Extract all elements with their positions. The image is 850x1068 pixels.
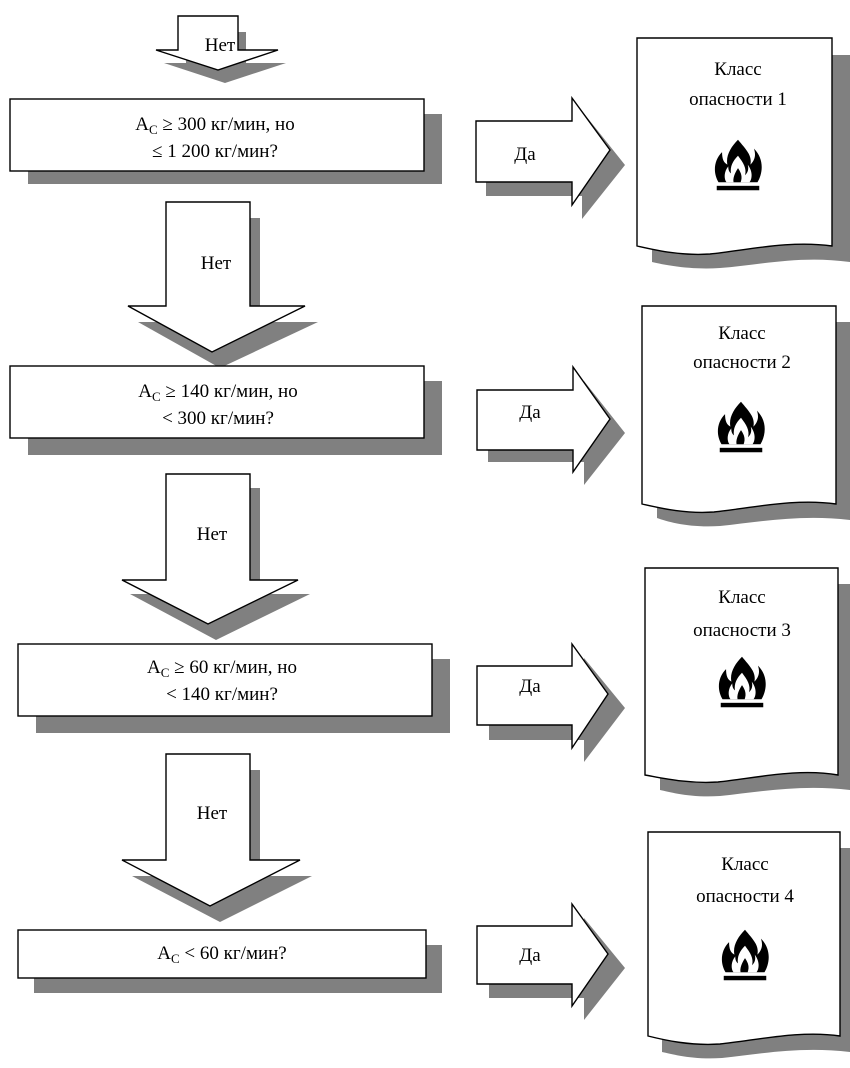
- decision-box-4: AC < 60 кг/мин?: [17, 929, 442, 993]
- decision-2-line2: < 300 кг/мин?: [162, 408, 274, 429]
- decision-box-3: AC ≥ 60 кг/мин, но < 140 кг/мин?: [17, 643, 450, 733]
- no-arrow-1: Нет: [127, 201, 318, 368]
- no-arrow-0: Нет: [155, 15, 286, 83]
- yes-arrow-1: Да: [475, 95, 625, 219]
- decision-box-1: AC ≥ 300 кг/мин, но ≤ 1 200 кг/мин?: [9, 98, 442, 184]
- result-1-subtitle: опасности 1: [689, 89, 787, 110]
- decision-3-line2: < 140 кг/мин?: [166, 684, 278, 705]
- yes-label: Да: [519, 402, 541, 423]
- yes-label: Да: [519, 676, 541, 697]
- no-arrow-3: Нет: [121, 753, 312, 922]
- result-card-2: Класс опасности 2: [641, 305, 850, 527]
- result-3-subtitle: опасности 3: [693, 620, 791, 641]
- result-card-1: Класс опасности 1: [636, 37, 850, 269]
- decision-4-line1: AC < 60 кг/мин?: [157, 943, 286, 966]
- result-1-title: Класс: [714, 59, 761, 80]
- yes-arrow-2: Да: [476, 364, 625, 485]
- result-card-4: Класс опасности 4: [647, 831, 850, 1059]
- decision-2-line1: AC ≥ 140 кг/мин, но: [138, 381, 297, 404]
- result-card-3: Класс опасности 3: [644, 567, 850, 797]
- decision-1-line2: ≤ 1 200 кг/мин?: [152, 141, 278, 162]
- decision-1-line1: AC ≥ 300 кг/мин, но: [135, 114, 294, 137]
- no-label: Нет: [197, 803, 228, 824]
- result-3-title: Класс: [718, 587, 765, 608]
- decision-3-line1: AC ≥ 60 кг/мин, но: [147, 657, 297, 680]
- yes-label: Да: [514, 144, 536, 165]
- yes-label: Да: [519, 945, 541, 966]
- yes-arrow-4: Да: [476, 901, 625, 1020]
- no-label: Нет: [201, 253, 232, 274]
- no-arrow-2: Нет: [121, 473, 310, 640]
- yes-arrow-3: Да: [476, 641, 625, 762]
- no-label: Нет: [205, 35, 236, 56]
- decision-box-2: AC ≥ 140 кг/мин, но < 300 кг/мин?: [9, 365, 442, 455]
- result-4-subtitle: опасности 4: [696, 886, 794, 907]
- result-2-title: Класс: [718, 323, 765, 344]
- result-4-title: Класс: [721, 854, 768, 875]
- result-2-subtitle: опасности 2: [693, 352, 791, 373]
- no-label: Нет: [197, 524, 228, 545]
